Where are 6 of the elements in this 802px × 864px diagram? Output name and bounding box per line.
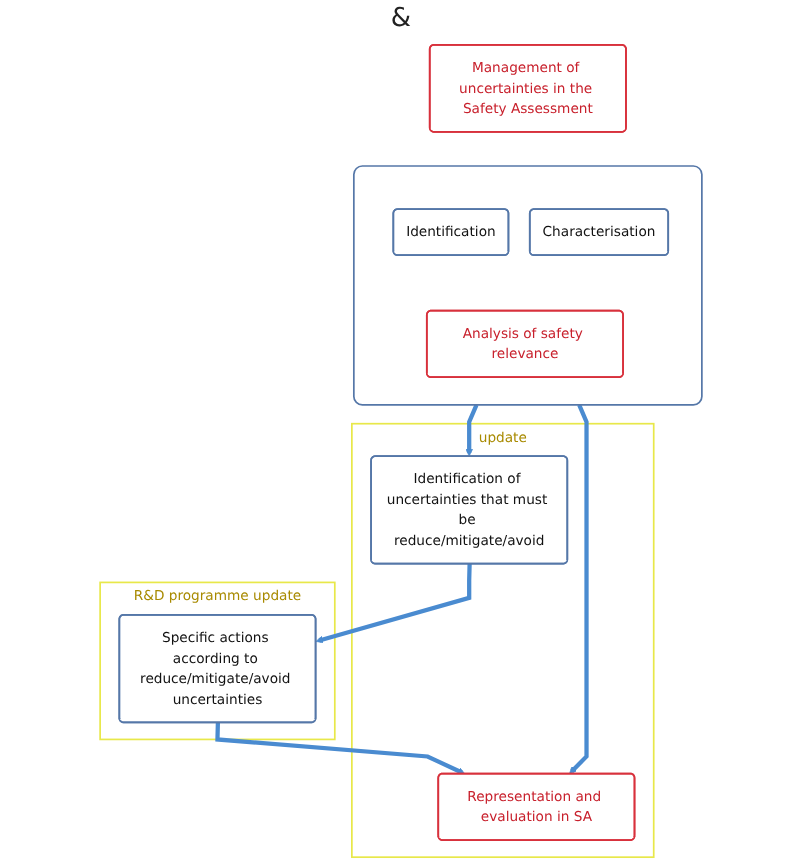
cluster xyxy=(353,165,703,406)
arrow xyxy=(465,404,479,457)
arrow xyxy=(315,564,472,644)
label-text: & xyxy=(390,4,412,34)
arrow xyxy=(215,722,466,775)
arrow xyxy=(569,404,589,774)
